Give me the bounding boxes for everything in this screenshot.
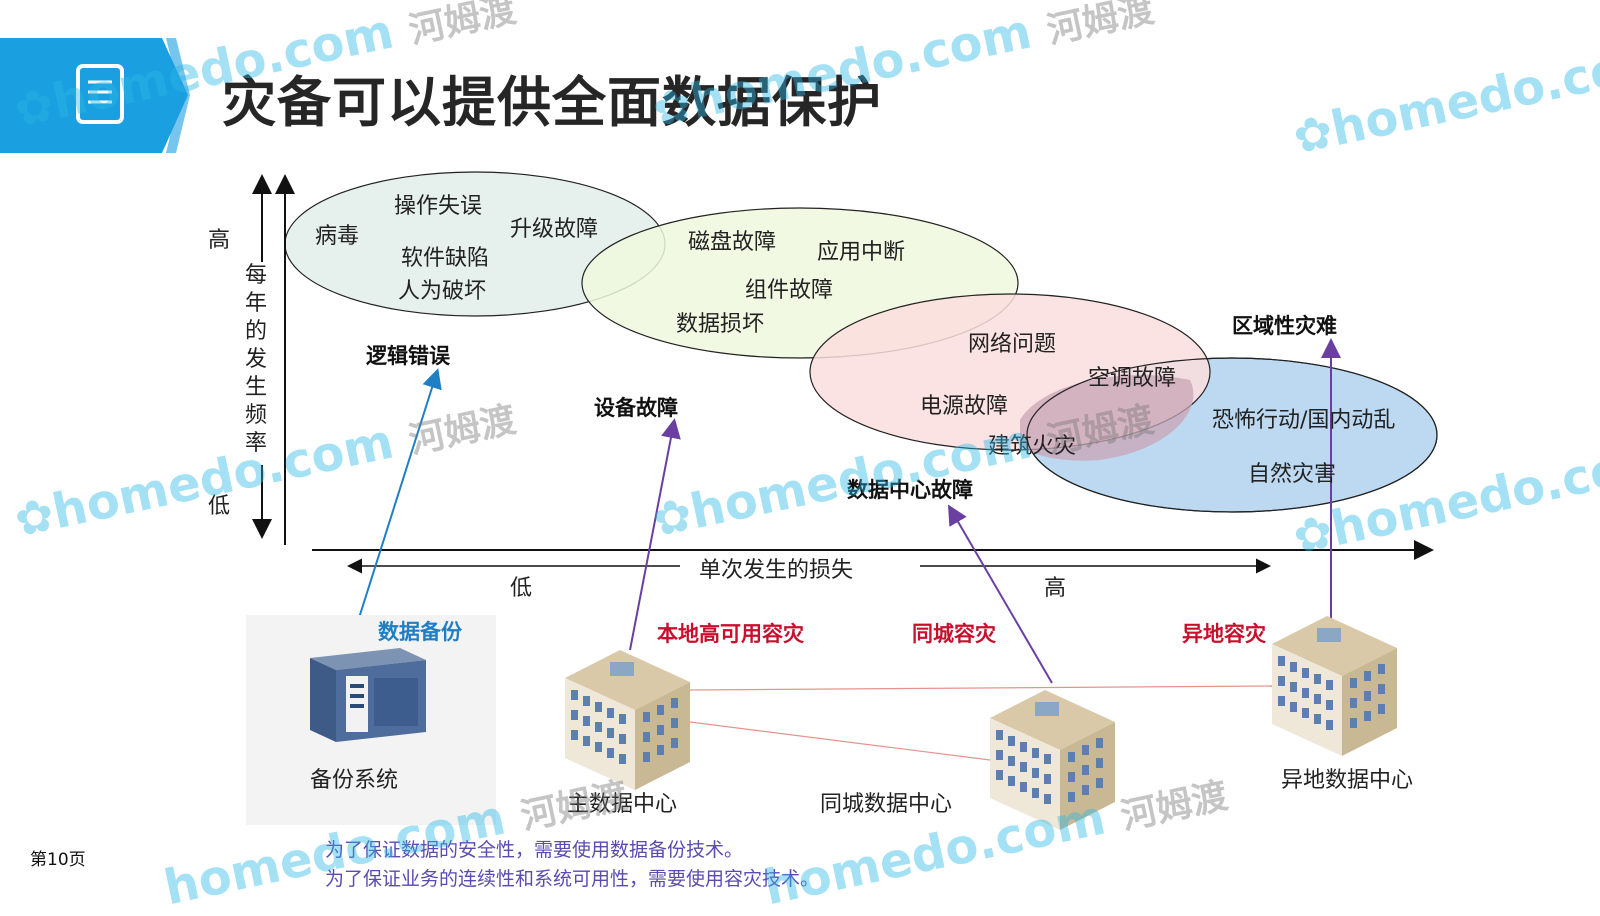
solution-same-city-dr: 同城容灾	[912, 622, 996, 646]
solution-local-ha: 本地高可用容灾	[657, 622, 804, 646]
label-same-city-datacenter: 同城数据中心	[820, 792, 953, 817]
note-disaster-recovery: 为了保证业务的连续性和系统可用性，需要使用容灾技术。	[325, 868, 820, 890]
document-icon	[76, 64, 124, 124]
item-upgrade-failure: 升级故障	[510, 217, 599, 242]
solution-remote-dr: 异地容灾	[1182, 622, 1266, 646]
x-axis-title: 单次发生的损失	[693, 552, 860, 584]
samecity-datacenter-building	[990, 690, 1115, 830]
item-component-failure: 组件故障	[745, 278, 834, 303]
backup-server-icon	[310, 648, 426, 742]
label-main-datacenter: 主数据中心	[567, 792, 678, 817]
item-human-sabotage: 人为破坏	[398, 279, 487, 304]
category-device-failures: 设备故障	[594, 396, 678, 420]
footer-notes: 为了保证数据的安全性，需要使用数据备份技术。 为了保证业务的连续性和系统可用性，…	[325, 836, 819, 894]
item-virus: 病毒	[315, 224, 360, 249]
note-backup: 为了保证数据的安全性，需要使用数据备份技术。	[325, 839, 744, 861]
item-network-issue: 网络问题	[968, 332, 1057, 357]
category-logical-errors: 逻辑错误	[366, 344, 450, 368]
remote-datacenter-building	[1272, 616, 1397, 756]
category-datacenter-failures: 数据中心故障	[847, 478, 973, 502]
label-backup-system: 备份系统	[310, 768, 399, 793]
item-aircon-failure: 空调故障	[1088, 366, 1177, 391]
link-main-remote	[689, 685, 1273, 691]
link-main-samecity	[689, 721, 991, 761]
arrow-localha-to-device	[629, 418, 681, 651]
ellipse-overlap	[1020, 374, 1194, 461]
item-app-interruption: 应用中断	[817, 240, 906, 265]
item-terrorism-unrest: 恐怖行动/国内动乱	[1212, 408, 1396, 433]
item-software-defect: 软件缺陷	[401, 246, 490, 271]
item-power-failure: 电源故障	[920, 394, 1009, 419]
label-remote-datacenter: 异地数据中心	[1281, 768, 1414, 793]
page-number: 第10页	[30, 850, 86, 870]
item-data-corruption: 数据损坏	[676, 312, 765, 337]
arrow-backup-to-logical	[351, 368, 442, 641]
arrow-samecity-to-datacenter	[947, 504, 1053, 684]
y-axis-low-label: 低	[208, 494, 231, 519]
item-natural-disaster: 自然灾害	[1248, 462, 1337, 487]
item-operation-error: 操作失误	[394, 194, 483, 219]
item-building-fire: 建筑火灾	[988, 434, 1077, 459]
item-disk-failure: 磁盘故障	[688, 230, 777, 255]
category-regional-disasters: 区域性灾难	[1232, 314, 1337, 338]
main-datacenter-building	[565, 650, 690, 790]
solution-data-backup: 数据备份	[378, 620, 462, 644]
y-axis-title: 每 年 的 发 生 频 率	[243, 262, 269, 458]
slide-title: 灾备可以提供全面数据保护	[222, 71, 882, 134]
y-axis-high-label: 高	[208, 228, 231, 253]
x-axis-low-label: 低	[510, 576, 533, 601]
title-banner	[0, 38, 190, 153]
x-axis-high-label: 高	[1044, 576, 1067, 601]
